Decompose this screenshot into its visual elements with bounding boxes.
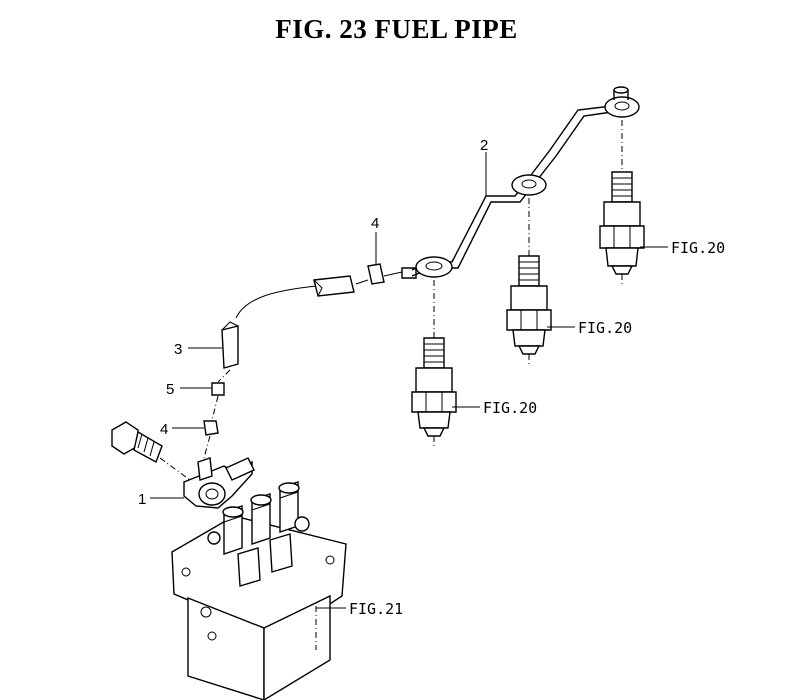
injection-pipe — [401, 86, 640, 279]
injection-pump — [171, 481, 347, 700]
leak-off-hose-assembly — [203, 263, 403, 459]
banjo-fitting — [111, 421, 255, 509]
callout-1: 1 — [138, 491, 146, 508]
ref-fig20-left: FIG.20 — [483, 399, 537, 417]
callout-2: 2 — [480, 137, 488, 154]
banjo-ring-2 — [511, 174, 547, 196]
banjo-ring-3 — [604, 96, 640, 118]
banjo-ring-1 — [415, 256, 453, 278]
callout-4-lower: 4 — [160, 421, 168, 438]
callout-leaders — [150, 152, 668, 609]
callout-3: 3 — [174, 341, 182, 358]
ref-fig20-middle: FIG.20 — [578, 319, 632, 337]
injector-nozzle-right — [599, 120, 645, 284]
callout-4-upper: 4 — [371, 215, 379, 232]
callout-5: 5 — [166, 381, 174, 398]
ref-fig20-right: FIG.20 — [671, 239, 725, 257]
figure-title: FIG. 23 FUEL PIPE — [275, 14, 518, 44]
ref-fig21: FIG.21 — [349, 600, 403, 618]
injector-nozzle-middle — [506, 198, 552, 364]
injector-nozzle-left — [411, 280, 457, 446]
